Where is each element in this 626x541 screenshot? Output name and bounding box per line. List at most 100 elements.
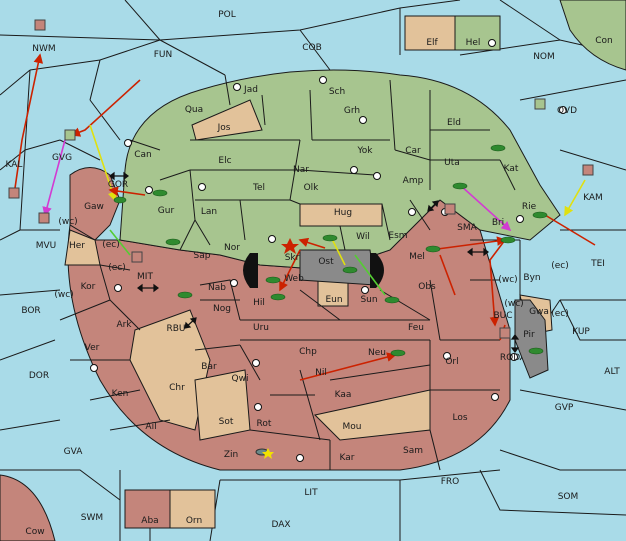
territory-label-ec3: (ec): [551, 261, 569, 271]
territory-label-bor: BOR: [21, 306, 40, 316]
territory-label-gur: Gur: [158, 206, 175, 216]
territory-label-ken: Ken: [112, 389, 129, 399]
territory-label-kor: Kor: [81, 282, 96, 292]
territory-jos[interactable]: [191, 99, 263, 141]
territory-label-elc: Elc: [218, 156, 231, 166]
territory-label-swm: SWM: [81, 513, 103, 523]
territory-label-dor: DOR: [29, 371, 49, 381]
territory-label-bri: Bri: [492, 218, 504, 228]
territory-label-gwa: Gwa: [529, 307, 549, 317]
territory-label-dax: DAX: [271, 520, 290, 530]
territory-label-kal: KAL: [6, 160, 23, 170]
territory-label-kaa: Kaa: [335, 390, 352, 400]
territory-label-los: Los: [452, 413, 467, 423]
territory-label-fun: FUN: [154, 50, 173, 60]
territory-label-kam: KAM: [583, 193, 603, 203]
territory-label-buc: BUC: [493, 311, 512, 321]
territory-label-jos: Jos: [217, 123, 231, 133]
territory-hug[interactable]: [299, 203, 383, 227]
territory-label-pol: POL: [218, 10, 236, 20]
territory-label-chp: Chp: [299, 347, 317, 357]
territory-orn[interactable]: [169, 489, 216, 529]
territory-label-orl: Orl: [445, 357, 458, 367]
supply-centers: [90, 39, 567, 462]
territory-label-ovd: OVD: [557, 106, 577, 116]
territory-label-wc4: (wc): [504, 299, 523, 309]
territory-label-sot: Sot: [219, 417, 234, 427]
territory-label-rbu: RBU: [166, 324, 185, 334]
territory-label-hil: Hil: [253, 298, 265, 308]
territory-label-ost: Ost: [318, 257, 334, 267]
territory-label-rod: ROD: [500, 353, 520, 363]
territory-label-nar: Nar: [293, 165, 309, 175]
territory-label-obs: Obs: [418, 282, 436, 292]
territory-label-alt: ALT: [604, 367, 620, 377]
territory-label-sma: SMA: [457, 223, 477, 233]
territory-label-uru: Uru: [253, 323, 269, 333]
territory-label-web: Web: [284, 274, 304, 284]
territory-label-sch: Sch: [329, 87, 345, 97]
territory-elf[interactable]: [404, 15, 456, 51]
territory-label-gor: GOR: [108, 180, 128, 190]
territory-label-chr: Chr: [169, 383, 185, 393]
territory-gaw[interactable]: [69, 167, 121, 241]
territory-label-gvg: GVG: [52, 153, 72, 163]
territory-label-mit: MIT: [137, 272, 153, 282]
territory-label-orn: Orn: [186, 516, 202, 526]
territory-label-ail: Ail: [145, 422, 156, 432]
territory-label-kar: Kar: [340, 453, 355, 463]
territory-label-nom: NOM: [533, 52, 555, 62]
territory-label-wc3: (wc): [498, 275, 517, 285]
territory-label-qwi: Qwi: [232, 374, 249, 384]
territory-label-kat: Kat: [504, 164, 519, 174]
territory-label-sap: Sap: [194, 251, 211, 261]
territory-label-ec2: (ec): [108, 263, 126, 273]
territory-label-sam: Sam: [403, 446, 423, 456]
territory-label-lit: LIT: [304, 488, 318, 498]
territory-label-nog: Nog: [213, 304, 231, 314]
territory-label-hug: Hug: [334, 208, 352, 218]
territory-label-can: Can: [134, 150, 152, 160]
territory-label-eld: Eld: [447, 118, 461, 128]
territory-label-lan: Lan: [201, 207, 217, 217]
territory-label-aba: Aba: [141, 516, 158, 526]
territory-label-ver: Ver: [85, 343, 100, 353]
territory-label-grh: Grh: [344, 106, 360, 116]
territory-label-wc1: (wc): [58, 217, 77, 227]
territory-label-ark: Ark: [116, 320, 132, 330]
territory-label-bar: Bar: [201, 362, 217, 372]
territory-label-eun: Eun: [325, 295, 342, 305]
territory-label-gvp: GVP: [555, 403, 574, 413]
territory-label-elf: Elf: [426, 38, 438, 48]
territory-label-nwm: NWM: [32, 44, 55, 54]
territory-label-ec1: (ec): [102, 240, 120, 250]
territory-label-ec4: (ec): [551, 309, 569, 319]
star-icon: [262, 448, 274, 459]
territory-aba[interactable]: [124, 489, 171, 529]
territory-label-qua: Qua: [185, 105, 203, 115]
territory-label-tei: TEI: [590, 259, 605, 269]
territory-label-rot: Rot: [257, 419, 272, 429]
canal-west: [243, 253, 258, 288]
territory-label-skr: Skr: [285, 253, 300, 263]
territory-label-cob: COB: [302, 43, 322, 53]
territory-label-cow: Cow: [25, 527, 44, 537]
territory-label-gaw: Gaw: [84, 202, 104, 212]
burst-icon: [281, 238, 299, 254]
territory-label-som: SOM: [558, 492, 579, 502]
territory-label-mou: Mou: [343, 422, 362, 432]
territory-label-tel: Tel: [252, 183, 265, 193]
territory-label-byn: Byn: [523, 273, 540, 283]
convoy-arrows: [109, 171, 520, 353]
territory-label-zin: Zin: [224, 450, 238, 460]
territory-label-rie: Rie: [522, 202, 537, 212]
territory-label-esm: Esm: [388, 231, 407, 241]
territory-label-wil: Wil: [356, 232, 370, 242]
territory-label-feu: Feu: [408, 323, 424, 333]
territory-label-pir: Pir: [523, 330, 535, 340]
territory-label-mel: Mel: [409, 252, 425, 262]
territory-label-jad: Jad: [243, 85, 258, 95]
territory-label-fro: FRO: [441, 477, 460, 487]
